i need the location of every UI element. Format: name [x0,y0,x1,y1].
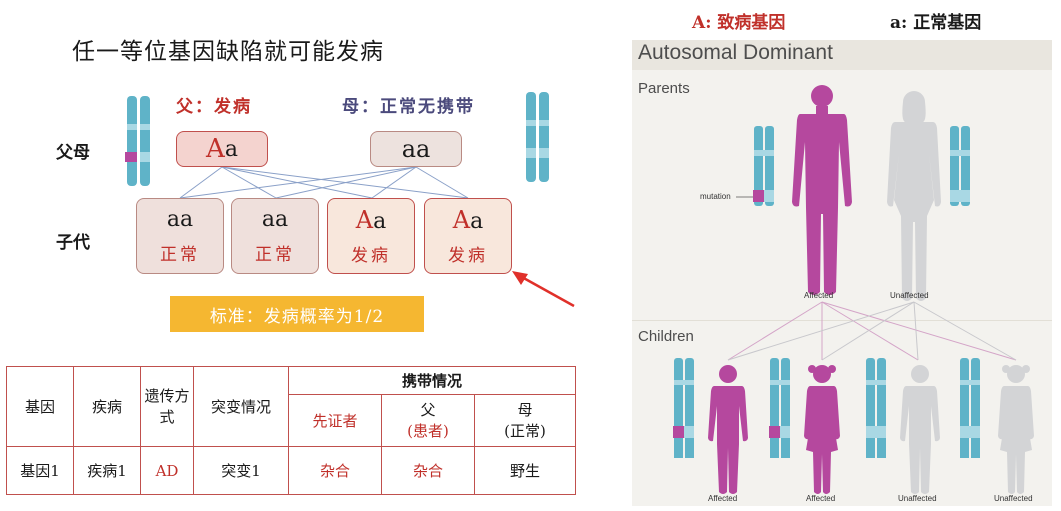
section-divider [632,320,1052,321]
cross-lines [179,166,575,308]
header-father-line1: 父 [420,400,436,419]
child-phenotype: 发病 [351,246,391,266]
child-box-1: aa 正常 [136,198,224,274]
parent-unaffected-label: Unaffected [890,291,929,300]
mother-label: 母：正常无携带 [342,97,475,117]
mother-chromosome-icon [526,92,549,182]
child-box-3: Aa 发病 [327,198,415,274]
pedigree-illustration [673,85,1034,494]
header-inheritance: 遗传方式 [140,366,194,447]
cell-father: 杂合 [381,446,475,495]
father-label: 父：发病 [176,97,252,117]
children-section-label: Children [638,328,694,345]
panel-title-bar [632,40,1052,70]
cell-mutation: 突变1 [193,446,289,495]
child-box-4: Aa 发病 [424,198,512,274]
recessive-allele: a [470,209,484,234]
header-mother: 母 (正常) [474,394,576,447]
cell-disease: 疾病1 [73,446,141,495]
parents-section-label: Parents [638,80,690,97]
recessive-allele: a [224,136,238,162]
cell-gene: 基因1 [6,446,74,495]
mother-genotype: aa [401,135,431,163]
mother-genotype-box: aa [370,131,462,167]
child-box-2: aa 正常 [231,198,319,274]
header-mother-line1: 母 [517,400,533,419]
mutation-label: mutation [700,192,731,201]
dominant-allele: A [452,206,471,234]
child-unaffected-label-2: Unaffected [994,494,1033,503]
dominant-allele: A [206,134,225,164]
parent-affected-label: Affected [804,291,834,300]
header-mother-line2: (正常) [504,421,546,440]
diagram-title: 任一等位基因缺陷就可能发病 [72,39,384,65]
panel-title: Autosomal Dominant [638,41,833,64]
header-disease: 疾病 [73,366,141,447]
dominant-allele: A [355,206,374,234]
recessive-allele: a [373,209,387,234]
inheritance-table: 基因 疾病 遗传方式 突变情况 携带情况 先证者 父 (患者) 母 (正常) 基… [6,366,576,495]
legend-dominant-allele: A: 致病基因 [692,13,786,33]
cell-proband: 杂合 [288,446,382,495]
child-genotype: aa [166,207,194,232]
standard-probability-banner: 标准：发病概率为1/2 [170,296,424,332]
child-affected-label-1: Affected [708,494,738,503]
cell-inheritance: AD [140,446,194,495]
child-phenotype: 发病 [448,246,488,266]
legend-normal-allele: a: 正常基因 [890,13,982,33]
father-chromosome-icon [125,96,150,186]
child-affected-label-2: Affected [806,494,836,503]
header-carrier: 携带情况 [288,366,576,395]
header-father: 父 (患者) [381,394,475,447]
header-father-line2: (患者) [407,421,449,440]
header-gene: 基因 [6,366,74,447]
parents-generation-label: 父母 [56,143,90,163]
header-mutation: 突变情况 [193,366,289,447]
child-phenotype: 正常 [160,245,200,265]
child-genotype: aa [261,207,289,232]
child-phenotype: 正常 [255,245,295,265]
header-proband: 先证者 [288,394,382,447]
child-unaffected-label-1: Unaffected [898,494,937,503]
children-generation-label: 子代 [56,233,90,253]
cell-mother: 野生 [474,446,576,495]
